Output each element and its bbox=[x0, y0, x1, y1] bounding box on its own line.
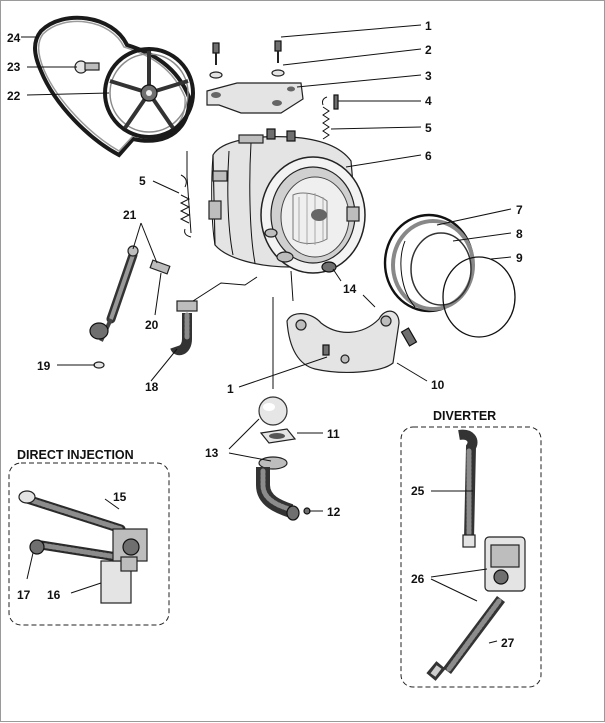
motor-pulley bbox=[74, 60, 100, 74]
callout-5-left: 5 bbox=[139, 174, 146, 188]
callout-7: 7 bbox=[516, 203, 523, 217]
callout-2: 2 bbox=[425, 43, 432, 57]
shock-absorber bbox=[89, 245, 171, 369]
sump-hose bbox=[256, 456, 311, 521]
balance-ball bbox=[258, 396, 288, 426]
callout-21: 21 bbox=[123, 208, 137, 222]
callout-24: 24 bbox=[7, 31, 21, 45]
callout-22: 22 bbox=[7, 89, 21, 103]
sump-gasket bbox=[259, 428, 297, 444]
top-bracket bbox=[206, 82, 304, 114]
callout-1: 1 bbox=[425, 19, 432, 33]
tub-drain-hose bbox=[170, 300, 198, 356]
diverter-box bbox=[400, 426, 542, 688]
diverter-title: DIVERTER bbox=[433, 409, 496, 423]
callout-11: 11 bbox=[327, 427, 340, 441]
suspension-spring-left bbox=[179, 174, 192, 238]
callout-15: 15 bbox=[113, 490, 127, 504]
tub-support-bracket bbox=[286, 310, 418, 373]
outer-tub bbox=[208, 128, 366, 274]
callout-27: 27 bbox=[501, 636, 515, 650]
callout-10: 10 bbox=[431, 378, 445, 392]
callout-23: 23 bbox=[7, 60, 21, 74]
callout-1-lower: 1 bbox=[227, 382, 234, 396]
callout-18: 18 bbox=[145, 380, 159, 394]
callout-9: 9 bbox=[516, 251, 523, 265]
boot-clamp-ring bbox=[442, 256, 516, 338]
callout-6: 6 bbox=[425, 149, 432, 163]
callout-8: 8 bbox=[516, 227, 523, 241]
callout-26: 26 bbox=[411, 572, 425, 586]
door-boot bbox=[383, 213, 475, 313]
callout-20: 20 bbox=[145, 318, 159, 332]
callout-4: 4 bbox=[425, 94, 432, 108]
callout-5-right: 5 bbox=[425, 121, 432, 135]
callout-14: 14 bbox=[343, 282, 357, 296]
callout-3: 3 bbox=[425, 69, 432, 83]
callout-19: 19 bbox=[37, 359, 51, 373]
drum-pulley bbox=[103, 47, 195, 139]
top-screws bbox=[209, 40, 285, 79]
callout-16: 16 bbox=[47, 588, 61, 602]
callout-25: 25 bbox=[411, 484, 425, 498]
callout-labels: 1 2 3 4 5 6 7 8 9 10 11 12 13 14 15 16 1… bbox=[7, 19, 523, 650]
callout-13: 13 bbox=[205, 446, 219, 460]
direct-injection-box bbox=[8, 462, 170, 626]
leader-lines bbox=[21, 24, 512, 644]
direct-injection-title: DIRECT INJECTION bbox=[17, 448, 134, 462]
callout-12: 12 bbox=[327, 505, 341, 519]
callout-17: 17 bbox=[17, 588, 31, 602]
